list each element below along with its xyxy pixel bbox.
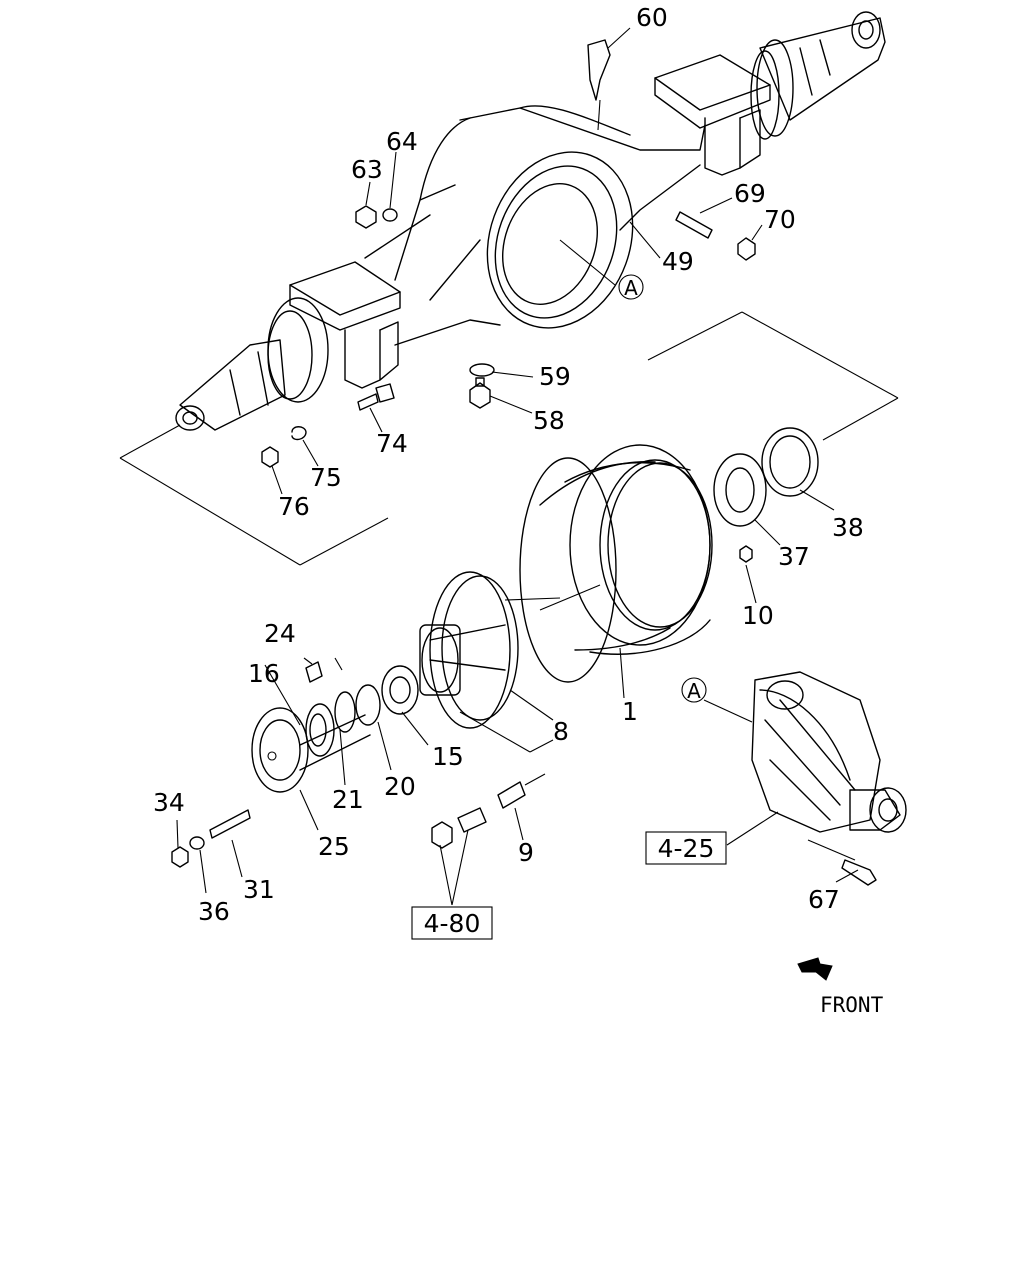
axle-shaft — [251, 707, 371, 793]
label-63: 63 — [351, 155, 383, 184]
ref-4-25-text[interactable]: 4-25 — [658, 834, 715, 863]
ref-4-80-text[interactable]: 4-80 — [424, 909, 481, 938]
callout-a2-text: A — [687, 679, 701, 703]
label-67: 67 — [808, 885, 840, 914]
label-37: 37 — [778, 542, 810, 571]
label-74: 74 — [376, 429, 408, 458]
wheel-hub — [419, 571, 519, 729]
front-arrow-icon — [797, 957, 833, 981]
label-21: 21 — [332, 785, 364, 814]
label-59: 59 — [539, 362, 571, 391]
label-1: 1 — [622, 697, 638, 726]
label-38: 38 — [832, 513, 864, 542]
axle-housing — [175, 11, 886, 431]
label-9: 9 — [518, 838, 534, 867]
housing-group-lines — [119, 311, 899, 566]
label-49: 49 — [662, 247, 694, 276]
brake-drum — [504, 444, 713, 683]
label-8: 8 — [553, 717, 569, 746]
label-20: 20 — [384, 772, 416, 801]
callout-a1-text: A — [624, 276, 638, 300]
label-58: 58 — [533, 406, 565, 435]
label-15: 15 — [432, 742, 464, 771]
drum-group-lines — [334, 657, 554, 753]
label-60: 60 — [636, 3, 668, 32]
label-70: 70 — [764, 205, 796, 234]
label-75: 75 — [310, 463, 342, 492]
front-label: FRONT — [820, 993, 884, 1017]
front-indicator: FRONT — [797, 957, 884, 1017]
label-24: 24 — [264, 619, 296, 648]
bearings-and-seals — [305, 427, 819, 757]
label-10: 10 — [742, 601, 774, 630]
callout-a-carrier: A — [681, 677, 707, 703]
ref-box-4-25[interactable]: 4-25 — [645, 831, 727, 865]
callout-a-housing: A — [618, 274, 644, 300]
label-25: 25 — [318, 832, 350, 861]
label-36: 36 — [198, 897, 230, 926]
differential-carrier — [751, 671, 907, 833]
housing-hardware — [261, 39, 756, 468]
ref-box-4-80[interactable]: 4-80 — [411, 906, 493, 940]
label-31: 31 — [243, 875, 275, 904]
part-labels: 60 64 63 69 70 49 59 58 74 75 76 38 37 1… — [153, 3, 864, 926]
label-16: 16 — [248, 659, 280, 688]
small-fasteners — [171, 661, 877, 886]
label-69: 69 — [734, 179, 766, 208]
label-34: 34 — [153, 788, 185, 817]
label-64: 64 — [386, 127, 418, 156]
label-76: 76 — [278, 492, 310, 521]
leader-lines — [176, 27, 859, 906]
